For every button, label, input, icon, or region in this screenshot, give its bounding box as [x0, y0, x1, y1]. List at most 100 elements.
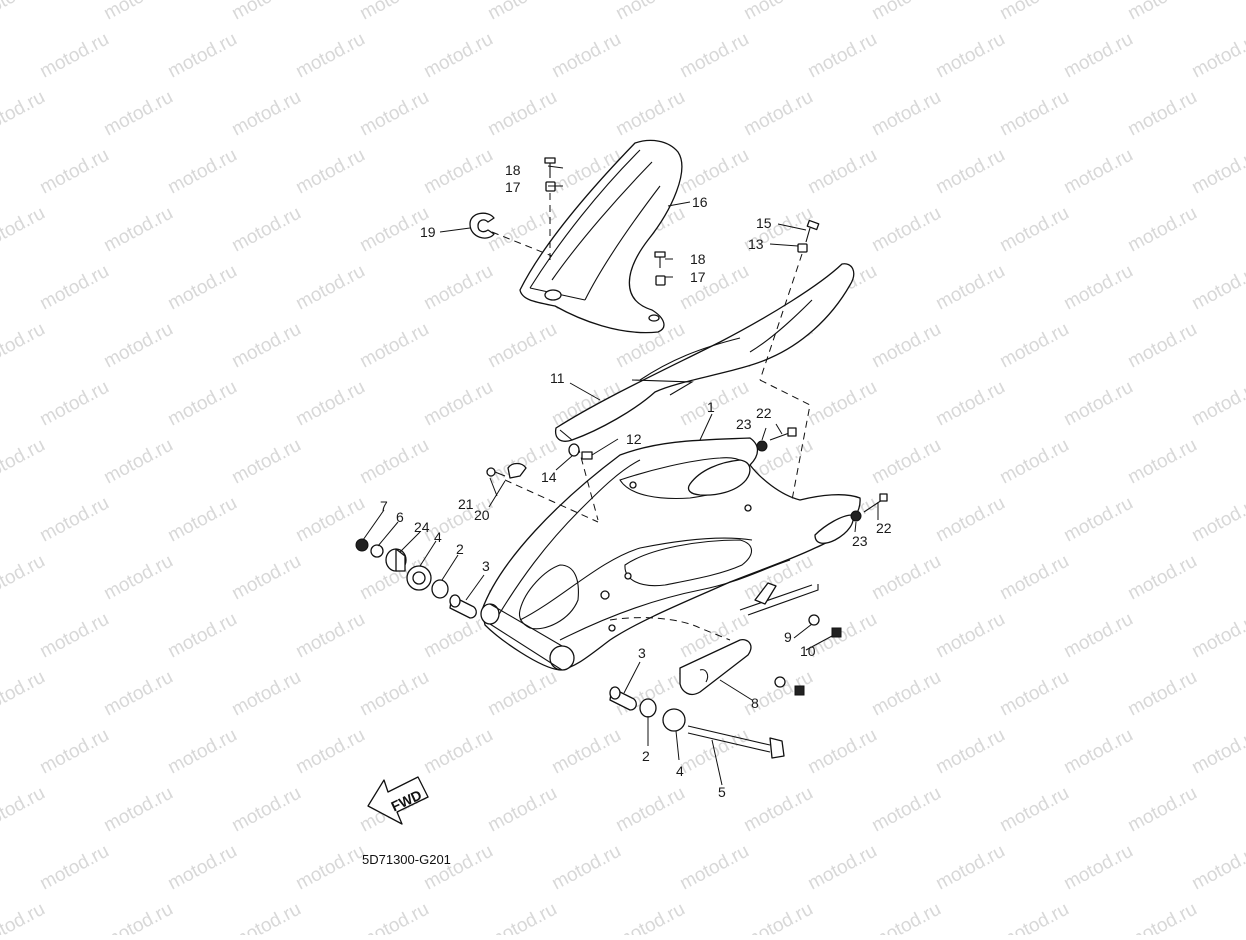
watermark-text: motod.ru [548, 725, 624, 779]
watermark-text: motod.ru [740, 667, 816, 721]
watermark-text: motod.ru [356, 435, 432, 489]
watermark-text: motod.ru [420, 377, 496, 431]
watermark-text: motod.ru [740, 87, 816, 141]
bearing-2-lower [639, 698, 657, 718]
bolt-15 [805, 219, 820, 243]
watermark-text: motod.ru [996, 899, 1072, 935]
callout-10: 10 [800, 643, 816, 659]
watermark-text: motod.ru [612, 899, 688, 935]
watermark-text: motod.ru [1124, 783, 1200, 837]
watermark-text: motod.ru [868, 203, 944, 257]
hidden-line [759, 379, 811, 501]
watermark-text: motod.ru [292, 377, 368, 431]
callout-3: 3 [482, 558, 490, 574]
watermark-text: motod.ru [292, 609, 368, 663]
callout-22: 22 [876, 520, 892, 536]
watermark-text: motod.ru [228, 783, 304, 837]
watermark-text: motod.ru [1124, 0, 1200, 24]
callout-8: 8 [751, 695, 759, 711]
watermark-text: motod.ru [484, 783, 560, 837]
watermark-text: motod.ru [36, 725, 112, 779]
watermark-text: motod.ru [996, 0, 1072, 24]
collar-17-lower [655, 275, 666, 286]
watermark-text: motod.ru [0, 783, 49, 837]
watermark-text: motod.ru [100, 0, 176, 24]
watermark-text: motod.ru [100, 435, 176, 489]
leader-lines [362, 165, 879, 786]
watermark-text: motod.ru [484, 0, 560, 24]
watermark-text: motod.ru [1188, 493, 1246, 547]
watermark-text: motod.ru [676, 261, 752, 315]
callout-12: 12 [626, 431, 642, 447]
watermark-text: motod.ru [420, 261, 496, 315]
watermark-text: motod.ru [996, 667, 1072, 721]
watermark-text: motod.ru [164, 609, 240, 663]
watermark-text: motod.ru [804, 29, 880, 83]
watermark-text: motod.ru [0, 435, 49, 489]
watermark-text: motod.ru [740, 0, 816, 24]
watermark-text: motod.ru [100, 899, 176, 935]
callout-4: 4 [676, 763, 684, 779]
watermark-text: motod.ru [804, 841, 880, 895]
watermark-text: motod.ru [612, 87, 688, 141]
watermark-text: motod.ru [100, 87, 176, 141]
watermark-text: motod.ru [484, 319, 560, 373]
watermark-text: motod.ru [996, 319, 1072, 373]
watermark-text: motod.ru [36, 841, 112, 895]
watermark-text: motod.ru [676, 29, 752, 83]
callout-15: 15 [756, 215, 772, 231]
watermark-text: motod.ru [100, 203, 176, 257]
callout-20: 20 [474, 507, 490, 523]
watermark-text: motod.ru [932, 493, 1008, 547]
watermark-text: motod.ru [164, 29, 240, 83]
callout-6: 6 [396, 509, 404, 525]
watermark-text: motod.ru [1124, 319, 1200, 373]
watermark-text: motod.ru [868, 435, 944, 489]
chain-guard [554, 263, 855, 442]
watermark-text: motod.ru [356, 667, 432, 721]
watermark-text: motod.ru [804, 377, 880, 431]
washer-23-right [850, 510, 862, 522]
watermark-text: motod.ru [996, 551, 1072, 605]
callout-22: 22 [756, 405, 772, 421]
watermark-text: motod.ru [0, 319, 49, 373]
watermark-text: motod.ru [420, 145, 496, 199]
callout-1: 1 [707, 399, 715, 415]
watermark-text: motod.ru [164, 145, 240, 199]
bolt-12 [581, 451, 593, 460]
collar-3-left [449, 594, 477, 619]
watermark-text: motod.ru [292, 493, 368, 547]
watermark-text: motod.ru [1124, 899, 1200, 935]
watermark-text: motod.ru [1060, 493, 1136, 547]
watermark-text: motod.ru [228, 203, 304, 257]
bracket-tab [754, 582, 777, 605]
watermark-text: motod.ru [1188, 261, 1246, 315]
watermark-text: motod.ru [996, 203, 1072, 257]
watermark-text: motod.ru [228, 319, 304, 373]
watermark-text: motod.ru [228, 551, 304, 605]
washer-14 [568, 443, 580, 457]
bolt-10-lower [794, 685, 805, 696]
callout-23: 23 [736, 416, 752, 432]
callout-13: 13 [748, 236, 764, 252]
assembly-line [759, 253, 803, 381]
screw-21 [486, 467, 506, 477]
watermark-text: motod.ru [164, 261, 240, 315]
watermark-text: motod.ru [996, 435, 1072, 489]
watermark-text: motod.ru [932, 29, 1008, 83]
watermark-text: motod.ru [36, 145, 112, 199]
watermark-text: motod.ru [164, 841, 240, 895]
watermark-text: motod.ru [164, 377, 240, 431]
watermark-text: motod.ru [420, 725, 496, 779]
watermark-text: motod.ru [36, 261, 112, 315]
watermark-text: motod.ru [292, 29, 368, 83]
watermark-text: motod.ru [1188, 841, 1246, 895]
watermark-text: motod.ru [932, 725, 1008, 779]
callout-23: 23 [852, 533, 868, 549]
watermark-text: motod.ru [1188, 725, 1246, 779]
watermark-text: motod.ru [356, 899, 432, 935]
watermark-text: motod.ru [548, 841, 624, 895]
watermark-text: motod.ru [868, 319, 944, 373]
watermark-text: motod.ru [1124, 435, 1200, 489]
callout-18: 18 [690, 251, 706, 267]
